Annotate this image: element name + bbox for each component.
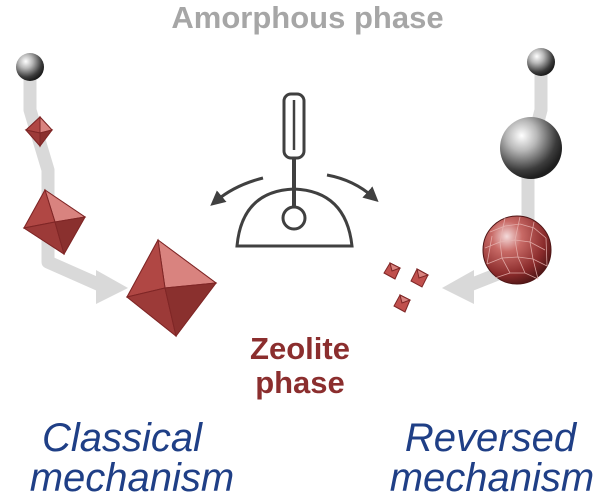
large-octahedron-crystal-icon: [125, 238, 218, 338]
classical-label-line2: mechanism: [29, 456, 235, 500]
nanocrystals-icon: [383, 262, 430, 313]
reversed-label-line1: Reversed: [404, 416, 577, 460]
curved-arrow-left-icon: [210, 176, 264, 206]
medium-octahedron-crystal-icon: [22, 188, 87, 256]
zeolite-label-line2: phase: [255, 365, 345, 400]
curved-arrow-right-icon: [326, 173, 379, 202]
small-amorphous-sphere-icon: [527, 48, 555, 76]
classical-label-line1: Classical: [41, 416, 203, 460]
amorphous-phase-title: Amorphous phase: [171, 0, 444, 35]
small-octahedron-crystal-icon: [24, 115, 54, 148]
zeolite-label-line1: Zeolite: [250, 331, 350, 366]
classical-path-arrow: [23, 68, 128, 304]
amorphous-sphere-icon: [16, 53, 44, 81]
large-amorphous-sphere-icon: [500, 117, 562, 179]
faceted-sphere-icon: [482, 215, 552, 285]
lever-icon: [235, 92, 354, 248]
reversed-label-line2: mechanism: [389, 456, 595, 500]
